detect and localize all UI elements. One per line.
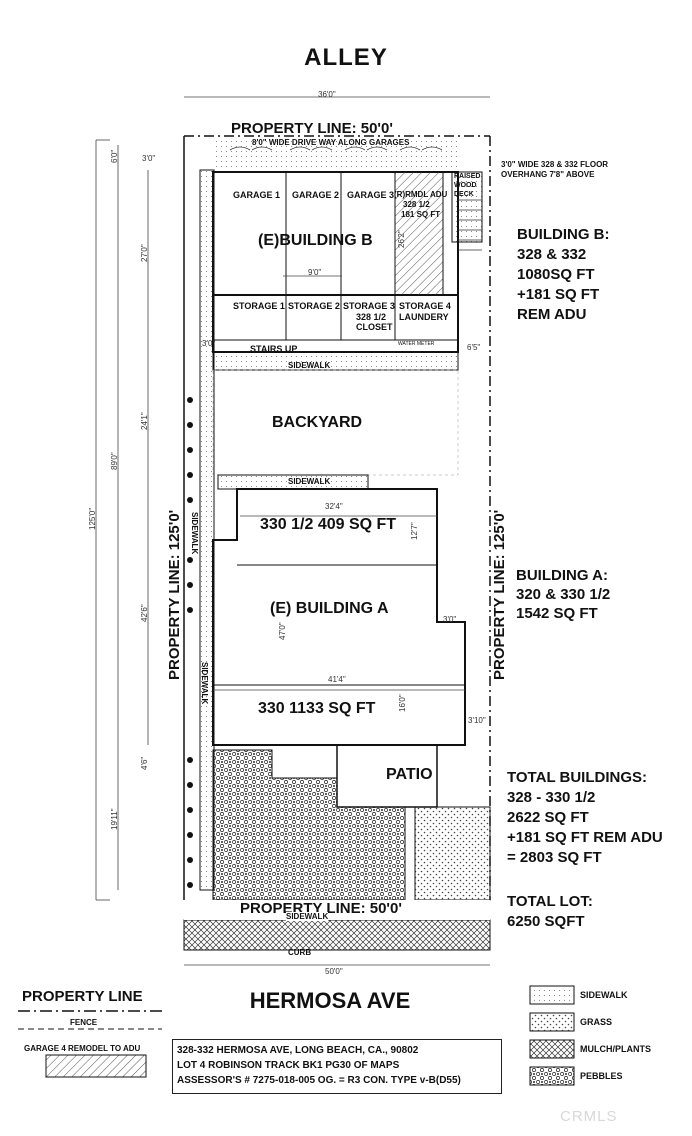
storage-2-label: STORAGE 2 xyxy=(288,301,340,311)
legend-left-graphics xyxy=(18,1010,162,1078)
dim-seg-47: 47'0" xyxy=(278,622,287,640)
property-line-bottom: PROPERTY LINE: 50'0' xyxy=(240,900,402,917)
adu-label: (R)RMDL ADU xyxy=(394,190,448,199)
adu-area: 181 SQ FT xyxy=(401,210,441,219)
dim-seg-9: 9'0" xyxy=(308,268,322,277)
sidewalk-label-left-1: SIDEWALK xyxy=(190,512,199,555)
dim-seg-6: 6'0" xyxy=(110,149,119,163)
sidewalk-b xyxy=(212,351,459,371)
legend-right-swatches xyxy=(529,985,575,1086)
curb-label: CURB xyxy=(288,948,312,957)
storage-4-label: STORAGE 4 xyxy=(399,301,451,311)
curb-strip xyxy=(183,919,491,951)
raised-deck-label: RAISED WOOD DECK xyxy=(454,173,481,198)
storage-4-sub: LAUNDERY xyxy=(399,312,449,322)
property-line-top: PROPERTY LINE: 50'0' xyxy=(231,120,393,137)
dim-seg-42: 42'6" xyxy=(140,604,149,622)
patio-label: PATIO xyxy=(386,766,433,783)
driveway-label: 8'0" WIDE DRIVE WAY ALONG GARAGES xyxy=(252,138,410,147)
building-a-label: (E) BUILDING A xyxy=(270,600,389,617)
building-a xyxy=(212,488,466,746)
storage-3-sub: 328 1/2 xyxy=(356,312,387,322)
left-plants xyxy=(187,397,193,888)
garage-1-label: GARAGE 1 xyxy=(233,190,281,200)
legend-garage-remodel: GARAGE 4 REMODEL TO ADU xyxy=(24,1044,141,1053)
property-line-left: PROPERTY LINE: 125'0' xyxy=(166,509,183,680)
summary-building-b: BUILDING B: 328 & 332 1080SQ FT +181 SQ … xyxy=(517,226,610,323)
building-b-label: (E)BUILDING B xyxy=(258,232,373,249)
backyard-area xyxy=(212,369,459,476)
legend-mulch: MULCH/PLANTS xyxy=(580,1044,651,1054)
garage-doors xyxy=(229,146,443,151)
dim-left-total: 125'0" xyxy=(88,507,97,530)
dim-seg-19: 19'11" xyxy=(110,808,119,830)
property-line-right: PROPERTY LINE: 125'0' xyxy=(491,509,508,680)
property-outline xyxy=(184,135,491,900)
dim-seg-414: 41'4" xyxy=(328,675,346,684)
overhang-note: 3'0" WIDE 328 & 332 FLOOR OVERHANG 7'8" … xyxy=(501,160,609,179)
dim-small-30b: 3'0" xyxy=(202,339,216,348)
legend-sidewalk: SIDEWALK xyxy=(580,990,628,1000)
street-title: HERMOSA AVE xyxy=(249,988,411,1013)
driveway-area xyxy=(213,140,458,172)
dim-top-width: 36'0" xyxy=(318,90,336,99)
sidewalk-label-left-2: SIDEWALK xyxy=(200,662,209,705)
sidewalk-label-front: SIDEWALK xyxy=(286,912,329,921)
storage-1-label: STORAGE 1 xyxy=(233,301,285,311)
alley-title: ALLEY xyxy=(304,44,388,71)
summary-building-a: BUILDING A: 320 & 330 1/2 1542 SQ FT xyxy=(516,567,611,622)
dim-left-upper: 89'0" xyxy=(110,452,119,470)
dim-bottom-width: 50'0" xyxy=(325,967,343,976)
summary-total-buildings: TOTAL BUILDINGS: 328 - 330 1/2 2622 SQ F… xyxy=(507,769,663,866)
dimension-lines xyxy=(95,96,490,966)
legend-fence: FENCE xyxy=(70,1018,98,1027)
dim-seg-4: 4'6" xyxy=(140,756,149,770)
stairs-label: STAIRS UP xyxy=(250,344,298,354)
dim-small-30a: 3'0" xyxy=(142,154,156,163)
legend-pebbles: PEBBLES xyxy=(580,1071,623,1081)
water-meter-label: WATER METER xyxy=(398,341,435,347)
watermark: CRMLS xyxy=(560,1108,618,1125)
legend-property-line: PROPERTY LINE xyxy=(22,988,143,1005)
deck-stairs xyxy=(458,199,482,251)
backyard-label: BACKYARD xyxy=(272,414,363,431)
unit-a-lower-label: 330 1133 SQ FT xyxy=(258,700,376,717)
legend-grass: GRASS xyxy=(580,1017,613,1027)
dim-seg-30c: 3'0" xyxy=(443,615,457,624)
storage-3-sub2: CLOSET xyxy=(356,322,393,332)
dim-seg-310: 3'10" xyxy=(468,716,486,725)
garage-3-label: GARAGE 3 xyxy=(347,190,395,200)
property-info-box: 328-332 HERMOSA AVE, LONG BEACH, CA., 90… xyxy=(172,1039,502,1094)
left-sidewalk xyxy=(199,169,215,891)
sidewalk-label-a: SIDEWALK xyxy=(288,477,331,486)
dim-seg-65: 6'5" xyxy=(467,343,481,352)
adu-hatched xyxy=(394,171,444,296)
sidewalk-label-b: SIDEWALK xyxy=(288,361,331,370)
info-address: 328-332 HERMOSA AVE, LONG BEACH, CA., 90… xyxy=(177,1045,419,1056)
dim-seg-24: 24'1" xyxy=(140,412,149,430)
dim-seg-324: 32'4" xyxy=(325,502,343,511)
garage-2-label: GARAGE 2 xyxy=(292,190,340,200)
adu-unit: 328 1/2 xyxy=(403,200,430,209)
summary-total-lot: TOTAL LOT: 6250 SQFT xyxy=(507,893,593,930)
info-assessor: ASSESSOR'S # 7275-018-005 OG. = R3 CON. … xyxy=(177,1075,461,1086)
front-yard-left xyxy=(212,749,406,901)
unit-a-upper-label: 330 1/2 409 SQ FT xyxy=(260,516,397,533)
dim-seg-127: 12'7" xyxy=(410,522,419,540)
storage-3-label: STORAGE 3 xyxy=(343,301,395,311)
dim-seg-27: 27'0" xyxy=(140,244,149,262)
info-lot: LOT 4 ROBINSON TRACK BK1 PG30 OF MAPS xyxy=(177,1060,400,1071)
dim-seg-26: 26'2" xyxy=(397,230,406,248)
front-yard-right xyxy=(414,806,491,901)
dim-seg-16: 16'0" xyxy=(398,694,407,712)
